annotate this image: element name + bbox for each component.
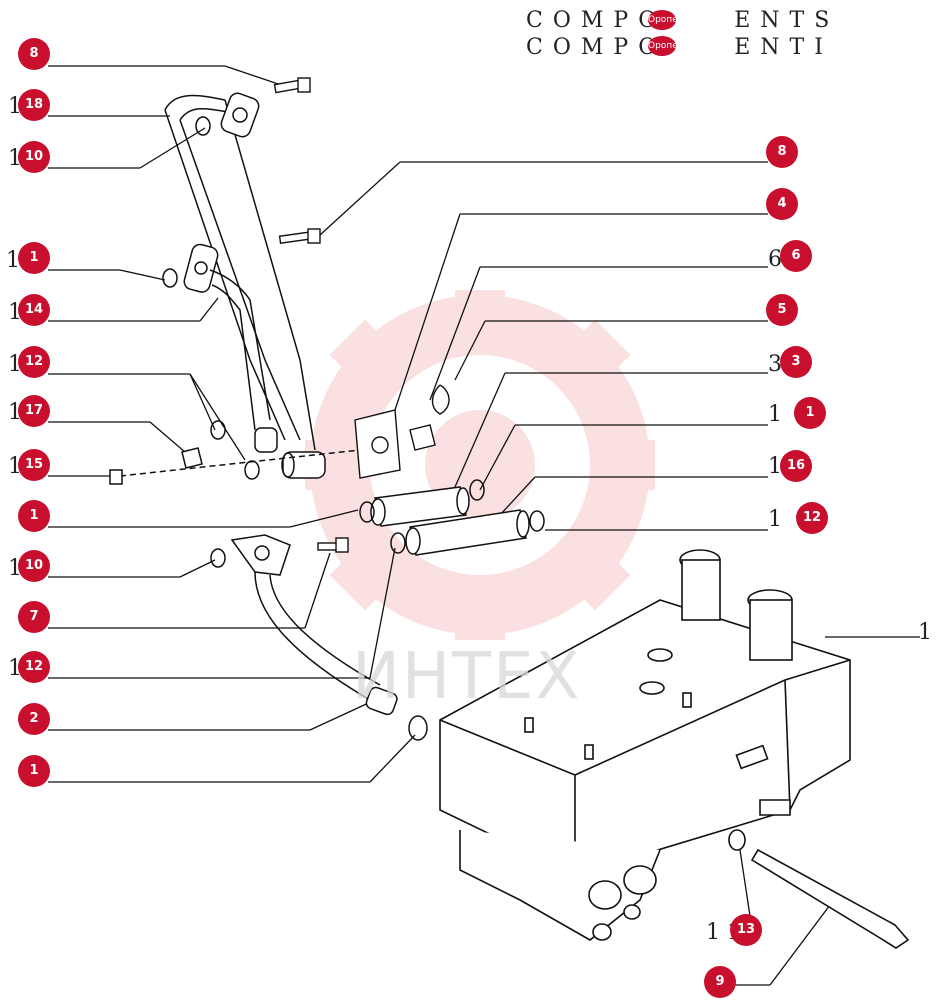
bracket-nut-clip [354, 384, 450, 479]
callout-badge[interactable]: 6 [780, 240, 812, 272]
callout-badge[interactable]: 14 [18, 294, 50, 326]
callout-badge[interactable]: 12 [18, 346, 50, 378]
hydraulic-valve-block [439, 549, 910, 949]
part-number: 3 [768, 352, 782, 377]
callout-badge[interactable]: 15 [18, 449, 50, 481]
callout-badge[interactable]: 9 [704, 966, 736, 998]
title-line-1: COMPO ENTS [526, 8, 840, 33]
watermark-gear-icon [305, 290, 655, 640]
callout-badge[interactable]: 13 [730, 914, 762, 946]
callout-badge[interactable]: 1 [18, 500, 50, 532]
callout-badge[interactable]: 3 [780, 346, 812, 378]
watermark-text: ИНТЕХ [352, 640, 582, 714]
callout-badge[interactable]: 17 [18, 395, 50, 427]
lower-pipe-assembly [210, 534, 428, 741]
callout-badge[interactable]: 7 [18, 601, 50, 633]
callout-badge[interactable]: 1 [18, 242, 50, 274]
sleeves-and-rings [359, 479, 545, 556]
part-number: 6 [768, 247, 782, 272]
part-number: 1 [918, 620, 932, 645]
part-number: 1 [768, 454, 782, 479]
callout-badge[interactable]: 5 [766, 294, 798, 326]
callout-badge[interactable]: 2 [18, 703, 50, 735]
bolts [273, 77, 349, 553]
callout-badge[interactable]: 1 [794, 397, 826, 429]
callout-badge[interactable]: 18 [18, 89, 50, 121]
title-line-2: COMPO ENTI [526, 35, 833, 60]
part-number: 1 [768, 507, 782, 532]
callout-badge[interactable]: 4 [766, 188, 798, 220]
title-overlay-badge-2: Оропе [648, 36, 676, 56]
title-overlay-badge-1: Оропе [648, 10, 676, 30]
callout-badge[interactable]: 1 [18, 755, 50, 787]
upper-pipe-assembly [109, 92, 361, 485]
part-number: 1 [768, 402, 782, 427]
callout-badge[interactable]: 8 [18, 38, 50, 70]
callout-badge[interactable]: 8 [766, 136, 798, 168]
callout-badge[interactable]: 12 [796, 502, 828, 534]
callout-badge[interactable]: 16 [780, 450, 812, 482]
callout-badge[interactable]: 10 [18, 141, 50, 173]
callout-badge[interactable]: 10 [18, 550, 50, 582]
callout-badge[interactable]: 12 [18, 651, 50, 683]
part-number: 1 [6, 248, 20, 273]
